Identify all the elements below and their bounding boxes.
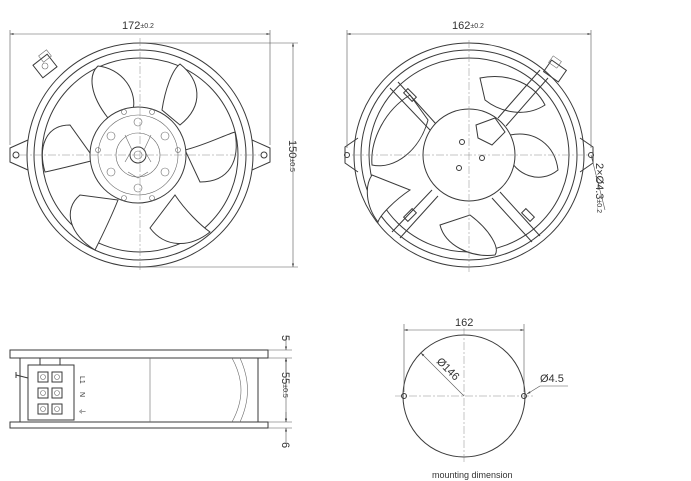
side-flange-dim: 5 — [279, 335, 291, 341]
rear-right-mount-hole — [588, 152, 594, 158]
mounting-spacing-dim: 162 — [455, 317, 473, 329]
side-depth-dim: 55±0.5 — [279, 372, 291, 398]
side-rear-dim: 6 — [279, 442, 291, 448]
rear-cable-clip — [475, 117, 506, 146]
side-front-flange — [9, 349, 269, 359]
mounting-view: 162 Ø146 Ø4.5 mounting dimension — [395, 317, 568, 480]
mounting-hole-dim: Ø4.5 — [540, 373, 564, 385]
side-terminal-block — [15, 358, 75, 421]
front-blades — [41, 63, 237, 251]
mounting-circle-dim: Ø146 — [434, 356, 462, 384]
terminal-label-ground: ⏚ — [78, 408, 86, 415]
side-rear-flange — [9, 421, 269, 429]
front-width-dim: 172±0.2 — [122, 20, 154, 32]
terminal-label-n: N — [78, 392, 85, 397]
rear-hole-dim: 2×Ø4.3±0.2 — [593, 163, 605, 213]
front-left-mount-hole — [12, 151, 20, 159]
rear-struts — [389, 69, 549, 243]
mounting-caption: mounting dimension — [432, 470, 513, 480]
side-view: L1 N ⏚ 5 55±0.5 6 — [9, 335, 292, 448]
mounting-hole-right — [521, 393, 527, 399]
front-view: 172±0.2 150±0.5 — [9, 20, 298, 272]
rear-view: 162±0.2 2×Ø4.3±0.2 — [344, 20, 606, 272]
terminal-label-l1: L1 — [78, 376, 85, 384]
rear-width-dim: 162±0.2 — [452, 20, 484, 32]
rear-left-mount-hole — [344, 152, 350, 158]
mounting-hole-left — [401, 393, 407, 399]
rear-blades — [366, 76, 559, 256]
front-terminal-box — [32, 53, 58, 79]
front-height-dim: 150±0.5 — [286, 140, 298, 172]
